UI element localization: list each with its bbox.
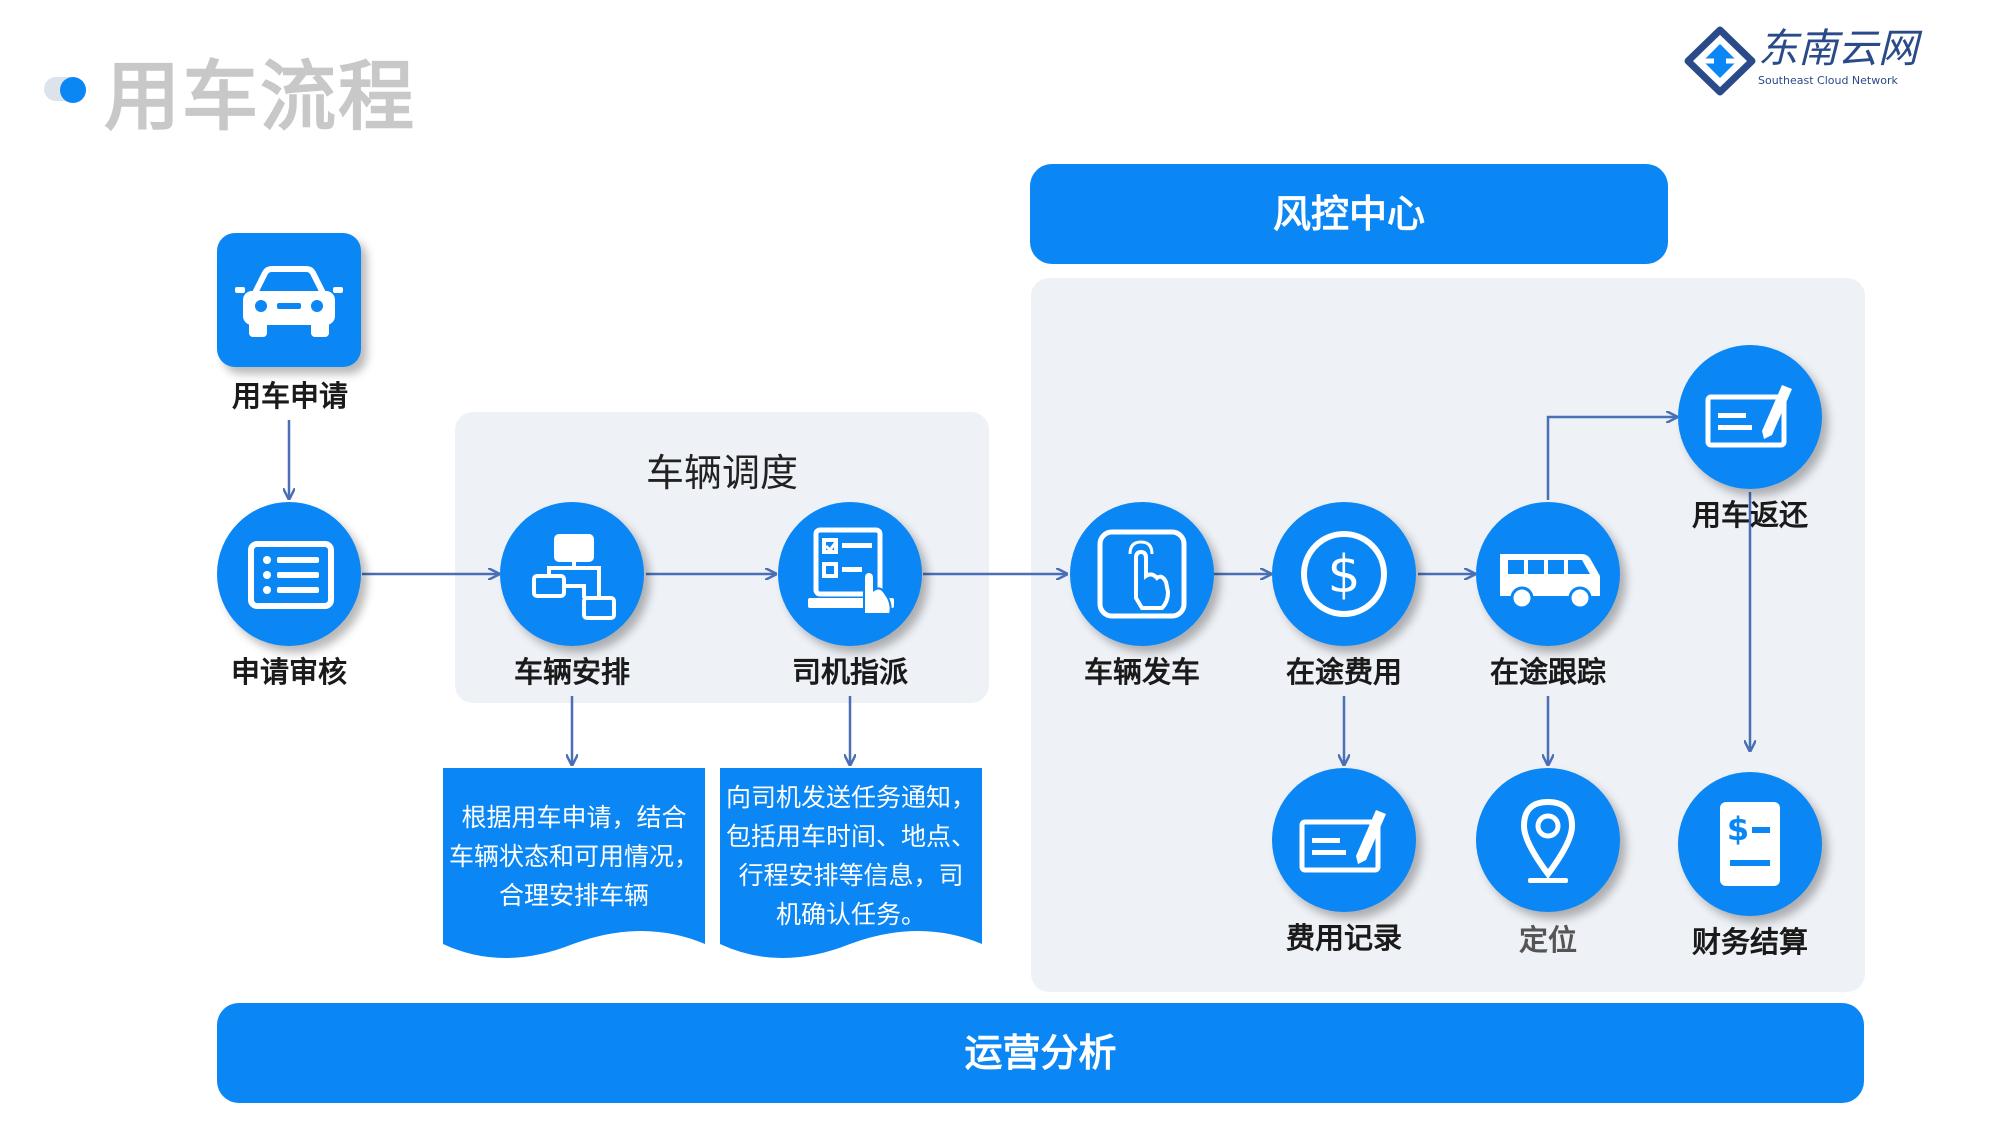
note-assign-line: 行程安排等信息，司	[738, 861, 964, 890]
note-assign-shape	[720, 768, 982, 958]
node-apply-label: 用车申请	[231, 379, 348, 413]
risk-center-banner: 风控中心	[1030, 164, 1668, 264]
node-depart-label: 车辆发车	[1083, 655, 1200, 689]
note-assign-line: 向司机发送任务通知，	[725, 783, 976, 812]
node-cost: $	[1272, 502, 1416, 646]
document-list-icon	[248, 541, 334, 609]
page-title: 用车流程	[104, 52, 416, 141]
svg-text:$: $	[1727, 810, 1749, 848]
node-review	[217, 502, 361, 646]
check-sign-icon	[1299, 810, 1386, 873]
node-record-label: 费用记录	[1285, 921, 1402, 955]
note-assign-line: 机确认任务。	[775, 900, 926, 929]
note-arrange-line: 合理安排车辆	[498, 881, 649, 910]
touch-button-icon	[1097, 529, 1187, 619]
note-arrange: 根据用车申请，结合 车辆状态和可用情况， 合理安排车辆	[443, 798, 705, 915]
title-bullet-icon	[60, 77, 86, 103]
dollar-coin-icon: $	[1301, 531, 1387, 617]
node-apply	[217, 233, 361, 367]
node-arrange-label: 车辆安排	[513, 655, 630, 689]
logo-subtitle: Southeast Cloud Network	[1758, 74, 1898, 87]
node-return-label: 用车返还	[1691, 498, 1808, 532]
node-assign	[778, 502, 922, 646]
node-depart	[1070, 502, 1214, 646]
node-locate-label: 定位	[1518, 923, 1577, 957]
node-settle: $	[1678, 772, 1822, 916]
node-arrange	[500, 502, 644, 646]
note-arrange-shape	[443, 768, 705, 958]
logo-text: 东南云网	[1758, 26, 1918, 72]
node-review-label: 申请审核	[230, 655, 347, 689]
note-arrange-line: 根据用车申请，结合	[461, 803, 687, 832]
van-icon	[1500, 554, 1600, 610]
check-sign-icon	[1705, 385, 1792, 448]
note-arrange-line: 车辆状态和可用情况，	[448, 842, 699, 871]
flowchart-icon	[532, 534, 616, 620]
checklist-touch-icon	[808, 527, 894, 615]
note-assign-line: 包括用车时间、地点、	[725, 822, 976, 851]
node-settle-label: 财务结算	[1691, 925, 1808, 959]
note-assign: 向司机发送任务通知， 包括用车时间、地点、 行程安排等信息，司 机确认任务。	[720, 778, 982, 934]
dispatch-group-label: 车辆调度	[645, 451, 798, 495]
svg-text:$: $	[1327, 545, 1360, 605]
node-return	[1678, 345, 1822, 489]
node-assign-label: 司机指派	[791, 655, 908, 689]
node-cost-label: 在途费用	[1285, 655, 1402, 689]
node-track	[1476, 502, 1620, 646]
node-locate	[1476, 768, 1620, 912]
location-pin-icon	[1520, 798, 1576, 883]
logo-icon	[1684, 26, 1756, 96]
invoice-icon: $	[1720, 802, 1780, 886]
node-record	[1272, 768, 1416, 912]
node-track-label: 在途跟踪	[1489, 655, 1606, 689]
car-icon	[235, 266, 343, 337]
operations-analysis-banner: 运营分析	[217, 1003, 1864, 1103]
